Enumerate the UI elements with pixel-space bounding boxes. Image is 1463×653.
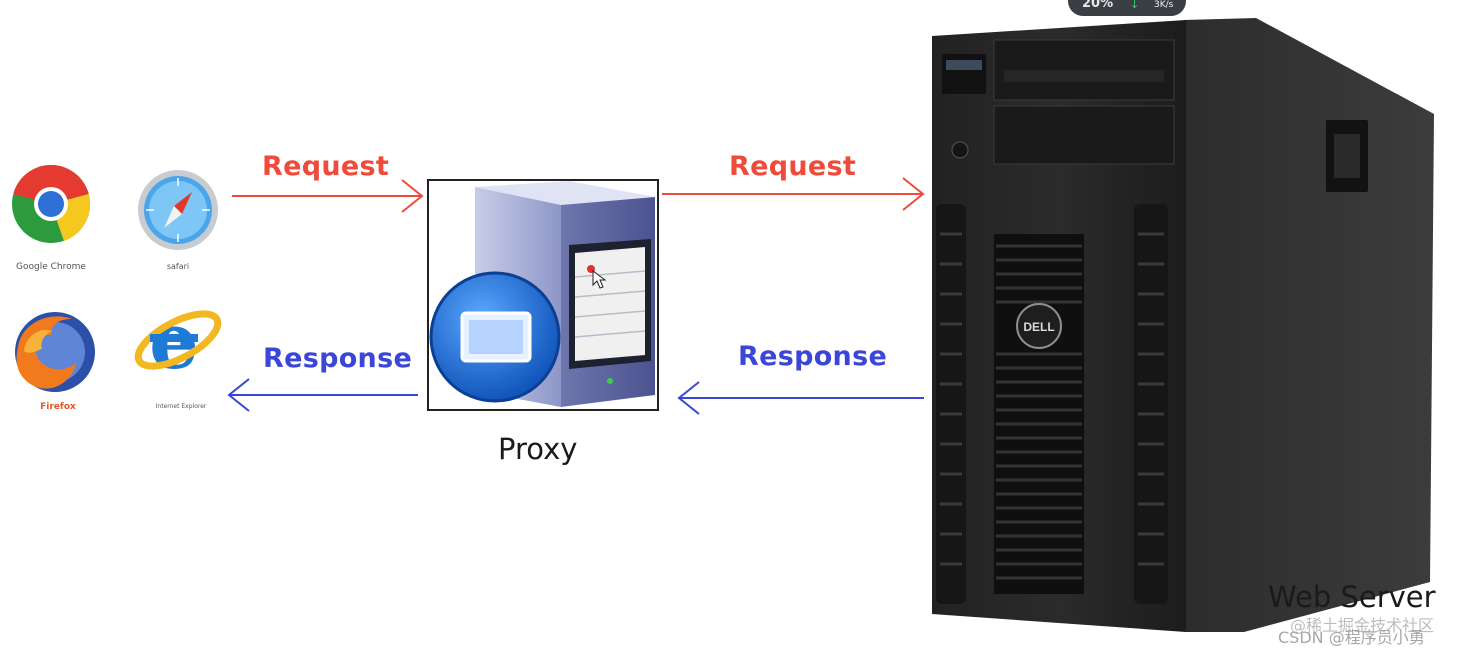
ie-label: Internet Explorer xyxy=(155,403,207,410)
response-arrow-proxy-client xyxy=(227,378,418,412)
safari-icon xyxy=(138,170,218,250)
watermark-csdn: CSDN @程序员小勇 xyxy=(1278,628,1425,647)
network-speed-widget: 20% ↓ 3K/s xyxy=(1068,0,1186,16)
dell-logo: DELL xyxy=(1023,320,1054,334)
web-server-label: Web Server xyxy=(1268,580,1436,614)
watermark-juejin: @稀土掘金技术社区 xyxy=(1290,616,1435,635)
request-label-left: Request xyxy=(262,151,390,182)
response-label-left: Response xyxy=(263,343,413,374)
safari-label: safari xyxy=(166,262,190,271)
proxy-server-icon xyxy=(429,181,655,407)
network-speed-value: 3K/s xyxy=(1154,0,1174,10)
request-label-right: Request xyxy=(729,151,857,182)
chrome-label: Google Chrome xyxy=(16,262,86,272)
request-arrow-proxy-server xyxy=(662,177,925,211)
download-arrow-icon: ↓ xyxy=(1130,0,1140,11)
web-server-tower: DELL xyxy=(932,18,1434,632)
proxy-label: Proxy xyxy=(498,432,578,466)
network-usage-value: 20% xyxy=(1082,0,1114,11)
chrome-icon xyxy=(12,165,91,243)
firefox-icon xyxy=(15,312,95,392)
proxy-node xyxy=(427,179,659,411)
request-arrow-client-proxy xyxy=(232,179,424,213)
firefox-label: Firefox xyxy=(40,402,76,412)
ie-icon: e xyxy=(134,296,222,387)
response-arrow-server-proxy xyxy=(677,381,924,415)
response-label-right: Response xyxy=(738,341,888,372)
